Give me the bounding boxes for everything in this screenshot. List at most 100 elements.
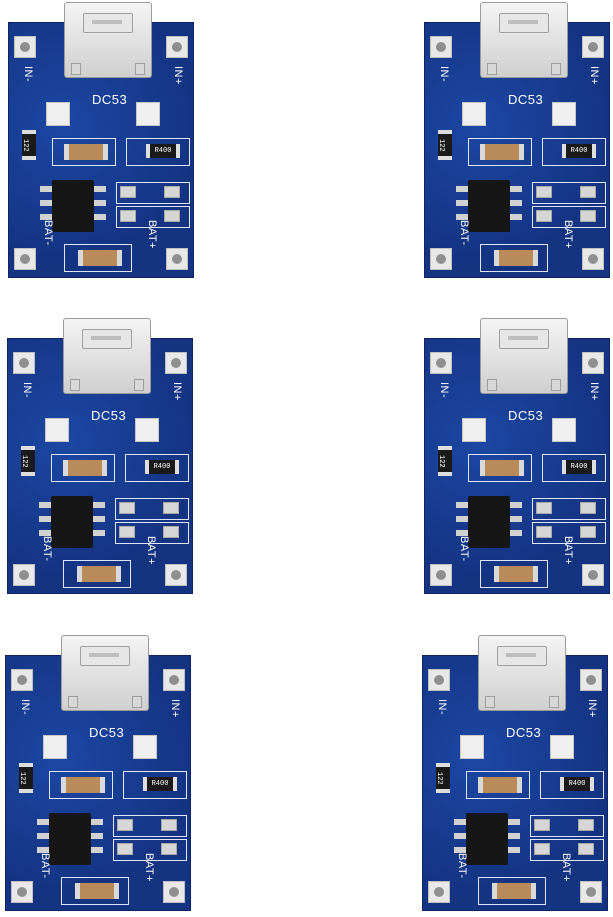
capacitor: [480, 460, 524, 476]
led: [164, 186, 180, 198]
bat-pos-label: BAT+: [143, 853, 155, 883]
bat-pos-label: BAT+: [562, 536, 574, 566]
led-resistor: [117, 843, 133, 855]
ic-leg: [94, 214, 106, 220]
ic-leg: [508, 833, 520, 839]
module-label: DC53: [92, 92, 128, 107]
capacitor: [494, 250, 538, 266]
micro-usb-connector: [61, 635, 149, 711]
ic-leg: [456, 530, 468, 536]
ic-leg: [508, 847, 520, 853]
module-label: DC53: [508, 92, 544, 107]
capacitor: [63, 460, 107, 476]
led: [161, 819, 177, 831]
led-resistor: [119, 502, 135, 514]
silk-outline: [113, 815, 187, 837]
silk-outline: [123, 771, 187, 799]
usb-pin: [70, 379, 80, 391]
ic-leg: [39, 530, 51, 536]
silk-outline: [532, 206, 606, 228]
mounting-pad: [582, 248, 604, 270]
mounting-pad: [11, 881, 33, 903]
mounting-pad: [582, 564, 604, 586]
in-pos-label: IN+: [588, 66, 600, 85]
micro-usb-connector: [480, 318, 568, 394]
bat-pos-label: BAT+: [146, 220, 158, 250]
small-resistor: 122: [20, 446, 35, 476]
small-resistor: 122: [435, 763, 450, 793]
led: [164, 210, 180, 222]
capacitor: [78, 250, 122, 266]
mounting-pad: [13, 564, 35, 586]
sense-resistor: R400: [145, 460, 179, 474]
small-resistor: 122: [21, 130, 36, 160]
led-resistor: [536, 526, 552, 538]
mounting-pad: [580, 881, 602, 903]
bat-neg-label: BAT-: [458, 536, 470, 562]
mounting-pad: [14, 248, 36, 270]
silk-outline: [532, 522, 606, 544]
capacitor: [61, 777, 105, 793]
usb-port: [80, 646, 130, 666]
solder-pad: [462, 102, 486, 126]
silk-outline: [61, 877, 129, 905]
mounting-pad: [166, 36, 188, 58]
silk-outline: [540, 771, 604, 799]
solder-pad: [135, 418, 159, 442]
ic-leg: [510, 516, 522, 522]
usb-pin: [487, 379, 497, 391]
usb-pin: [132, 696, 142, 708]
in-pos-label: IN+: [171, 382, 183, 401]
led: [163, 526, 179, 538]
usb-port: [499, 13, 549, 33]
sense-resistor: R400: [562, 144, 596, 158]
micro-usb-connector: [480, 2, 568, 78]
in-pos-label: IN+: [588, 382, 600, 401]
usb-pin: [135, 63, 145, 75]
silk-outline: [125, 454, 189, 482]
silk-outline: [63, 560, 131, 588]
solder-pad: [46, 102, 70, 126]
mounting-pad: [163, 881, 185, 903]
bat-pos-label: BAT+: [562, 220, 574, 250]
capacitor: [64, 144, 108, 160]
capacitor: [77, 566, 121, 582]
charger-board: IN- IN+ DC53 122 R400 BAT- BAT+: [424, 318, 610, 594]
silk-outline: [52, 138, 116, 166]
led-resistor: [534, 843, 550, 855]
usb-port: [82, 329, 132, 349]
capacitor: [478, 777, 522, 793]
led-resistor: [117, 819, 133, 831]
mounting-pad: [428, 881, 450, 903]
silk-outline: [49, 771, 113, 799]
mounting-pad: [430, 352, 452, 374]
silk-outline: [115, 498, 189, 520]
usb-pin: [485, 696, 495, 708]
in-pos-label: IN+: [169, 699, 181, 718]
small-resistor: 122: [437, 130, 452, 160]
mounting-pad: [14, 36, 36, 58]
ic-leg: [93, 530, 105, 536]
led: [578, 843, 594, 855]
led-resistor: [536, 186, 552, 198]
ic-leg: [40, 214, 52, 220]
ic-leg: [39, 516, 51, 522]
charger-ic: [51, 496, 93, 548]
usb-pin: [549, 696, 559, 708]
module-label: DC53: [508, 408, 544, 423]
ic-leg: [94, 186, 106, 192]
ic-leg: [456, 502, 468, 508]
ic-leg: [456, 214, 468, 220]
ic-leg: [93, 502, 105, 508]
in-neg-label: IN-: [22, 66, 34, 83]
silk-outline: [480, 244, 548, 272]
mounting-pad: [165, 564, 187, 586]
silk-outline: [542, 454, 606, 482]
in-neg-label: IN-: [19, 699, 31, 716]
led-resistor: [119, 526, 135, 538]
charger-ic: [49, 813, 91, 865]
led: [163, 502, 179, 514]
small-resistor: 122: [18, 763, 33, 793]
capacitor: [492, 883, 536, 899]
silk-outline: [51, 454, 115, 482]
